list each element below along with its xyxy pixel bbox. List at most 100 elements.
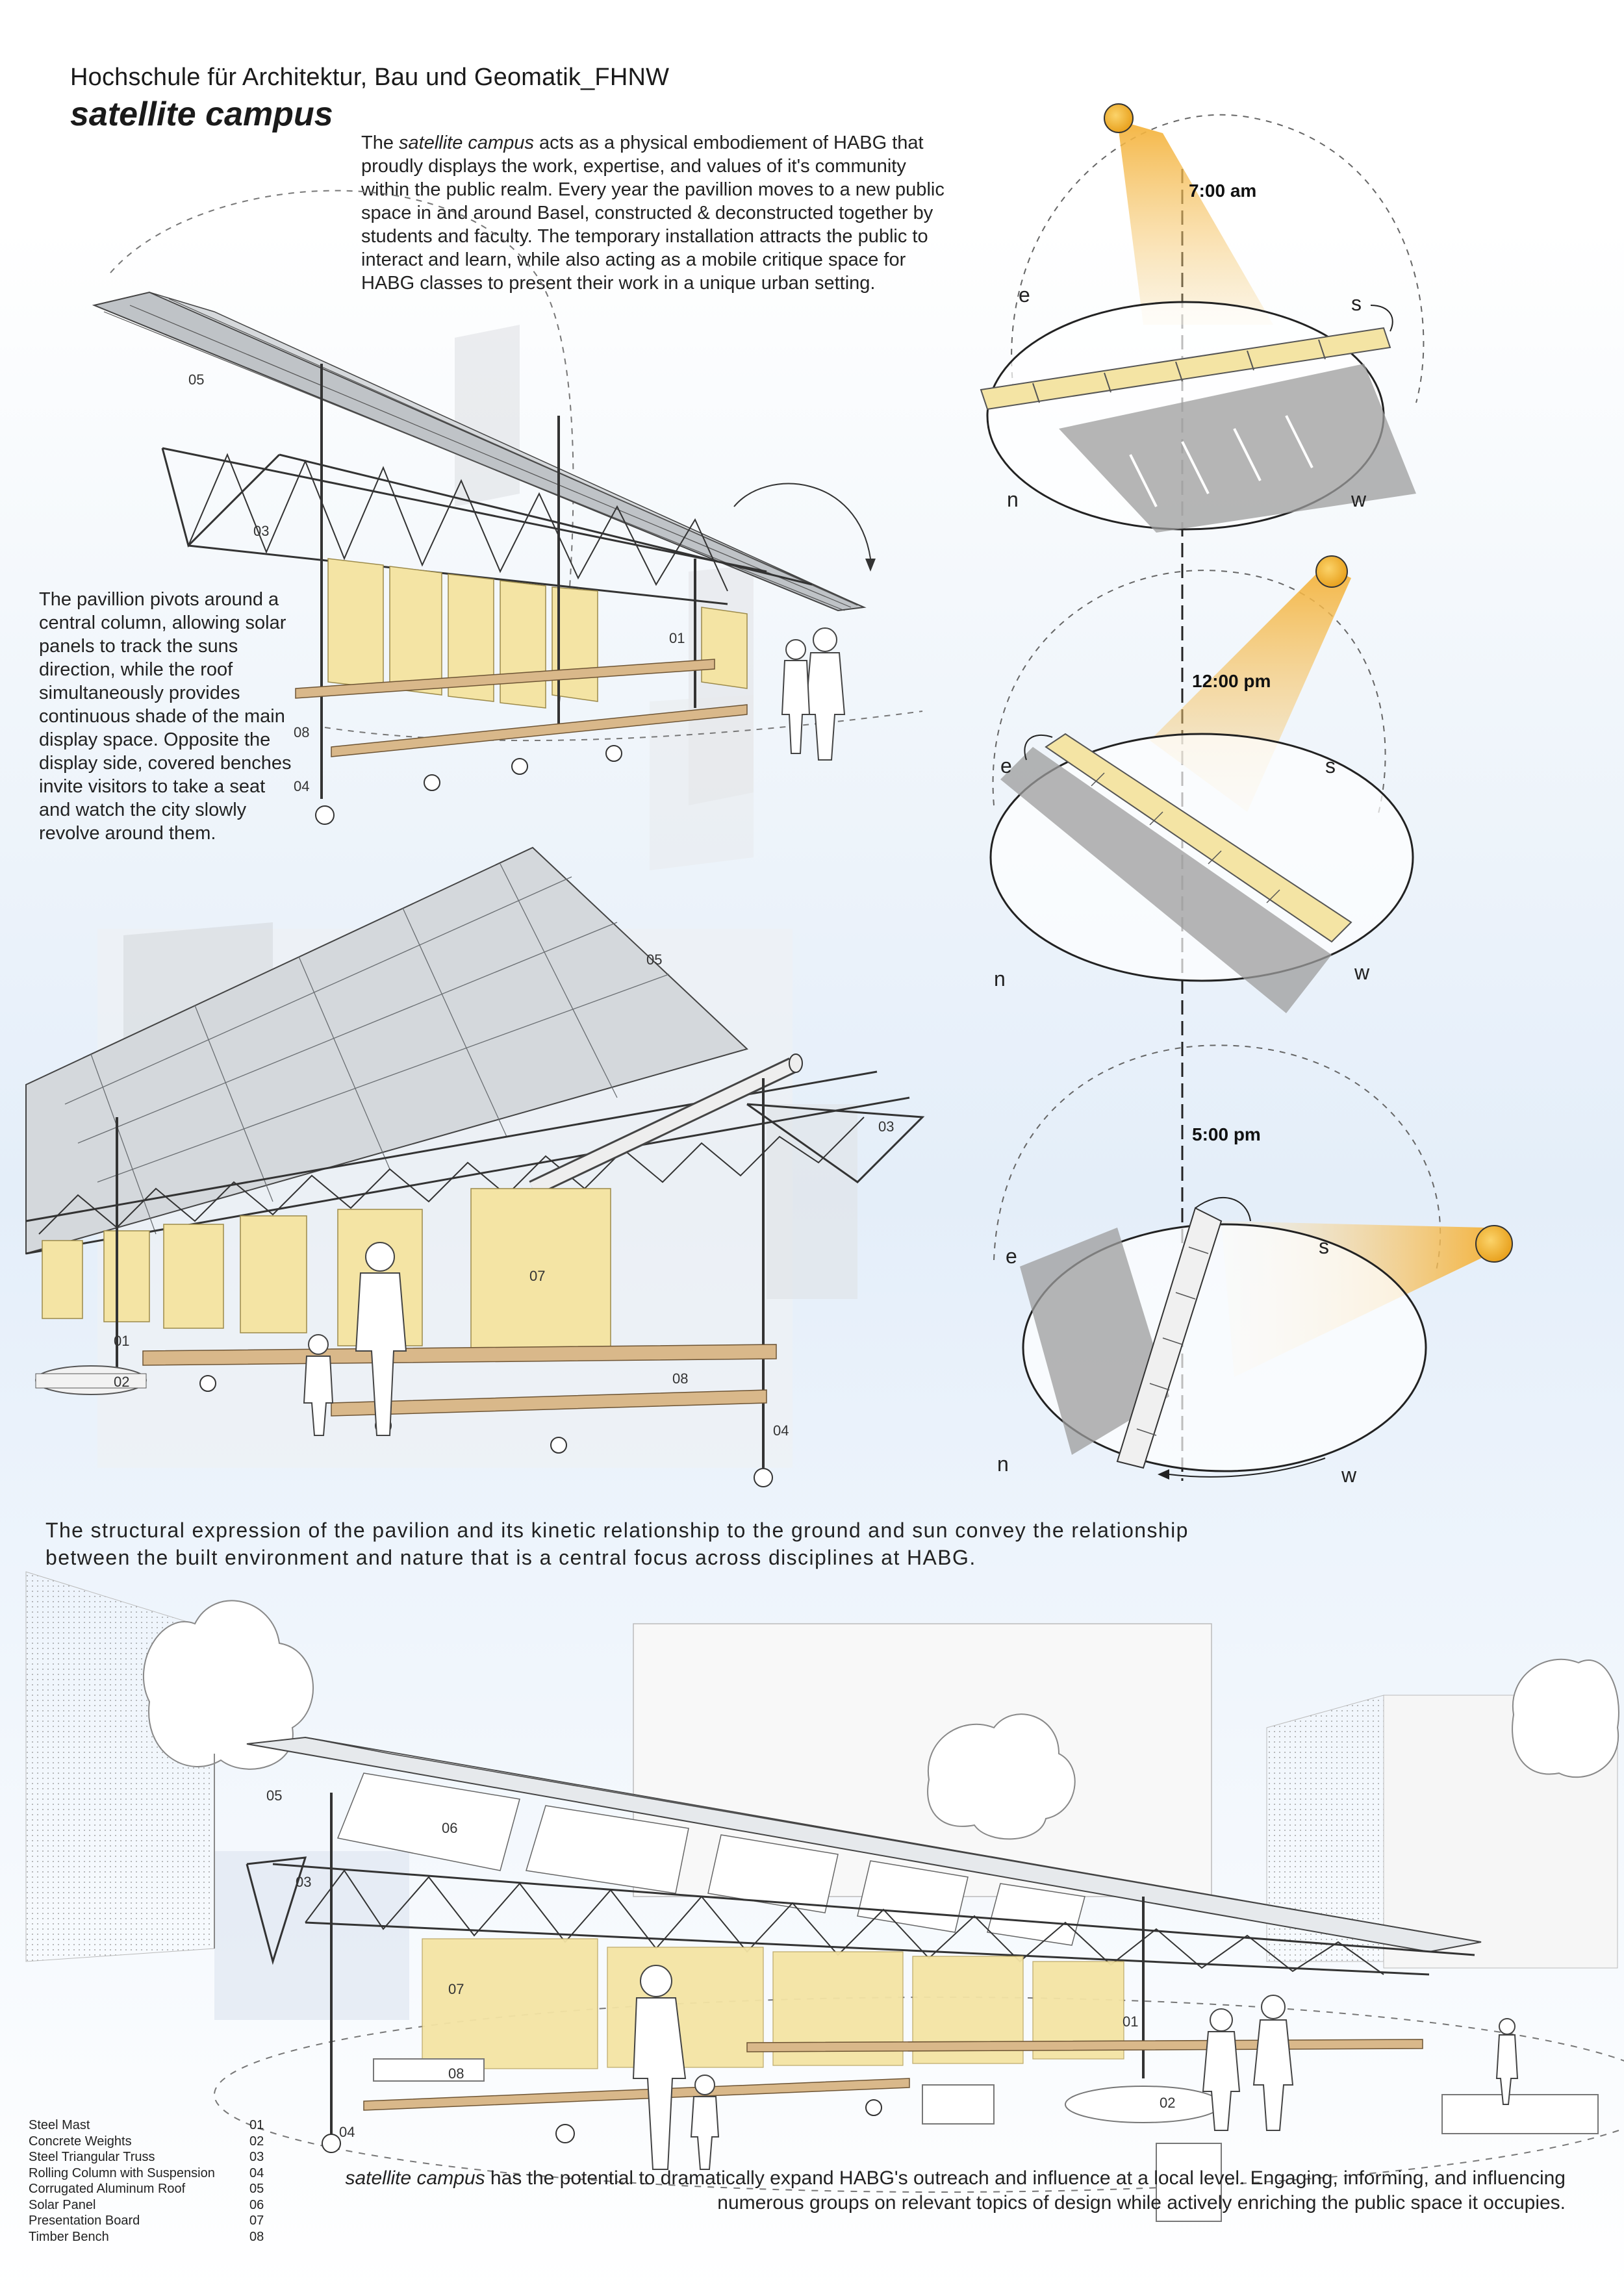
- legend-name: Solar Panel: [29, 2197, 96, 2212]
- callout-03-top: 03: [253, 523, 269, 539]
- dir-e-1700: e: [1006, 1244, 1017, 1268]
- people-top: [781, 627, 846, 761]
- callout-03-middle: 03: [878, 1118, 894, 1135]
- legend-number: 07: [249, 2214, 264, 2228]
- closing-body: has the potential to dramatically expand…: [485, 2167, 1566, 2214]
- rolling-wheels-top: [315, 745, 622, 825]
- dir-w-1200: w: [1354, 961, 1370, 984]
- legend-name: Steel Triangular Truss: [29, 2150, 155, 2164]
- sun-icon-1700: [1475, 1225, 1513, 1263]
- closing-lead-italic: satellite campus: [345, 2167, 485, 2189]
- legend-row: Corrugated Aluminum Roof 05: [29, 2181, 288, 2197]
- dir-n-1700: n: [997, 1452, 1009, 1476]
- callout-01-top: 01: [669, 630, 685, 646]
- school-name: Hochschule für Architektur, Bau und Geom…: [70, 64, 670, 91]
- callout-04-top: 04: [294, 778, 309, 794]
- masts-top: [320, 364, 696, 799]
- sun-study-1700: 5:00 pm e s n w: [993, 1044, 1513, 1487]
- legend-name: Timber Bench: [29, 2229, 109, 2244]
- callout-08-bottom: 08: [448, 2065, 464, 2082]
- legend-name: Presentation Board: [29, 2214, 140, 2228]
- benches-bottom: [363, 2039, 1423, 2111]
- project-title: satellite campus: [70, 95, 333, 133]
- callout-06-bottom: 06: [442, 1820, 457, 1836]
- legend-row: Presentation Board 07: [29, 2213, 288, 2229]
- legend-number: 08: [249, 2229, 264, 2244]
- callout-05-top: 05: [188, 372, 204, 388]
- intro-paragraph: The satellite campus acts as a physical …: [361, 131, 946, 295]
- time-label-0700: 7:00 am: [1189, 181, 1256, 201]
- display-panels-middle: [42, 1188, 611, 1358]
- dir-s-1700: s: [1319, 1235, 1329, 1258]
- legend-number: 06: [249, 2197, 264, 2212]
- callout-01-middle: 01: [114, 1333, 129, 1349]
- benches-middle: [142, 1344, 777, 1417]
- dir-s-0700: s: [1351, 292, 1362, 315]
- legend-number: 04: [249, 2165, 264, 2180]
- structural-paragraph: The structural expression of the pavilio…: [45, 1519, 1189, 1569]
- legend-row: Timber Bench 08: [29, 2229, 288, 2245]
- people-middle: [303, 1242, 407, 1436]
- callout-04-middle: 04: [773, 1422, 789, 1439]
- legend-name: Rolling Column with Suspension: [29, 2165, 215, 2180]
- dir-s-1200: s: [1325, 754, 1336, 777]
- legend-name: Corrugated Aluminum Roof: [29, 2182, 186, 2196]
- rotation-arrow-top: [733, 483, 871, 559]
- callout-08-middle: 08: [672, 1370, 688, 1387]
- callout-03-bottom: 03: [296, 1874, 311, 1890]
- time-label-1700: 5:00 pm: [1192, 1124, 1261, 1144]
- intro-prefix: The: [361, 132, 400, 153]
- callout-07-bottom: 07: [448, 1981, 464, 1997]
- legend-number: 01: [249, 2118, 264, 2132]
- concrete-weights-bottom: [373, 2058, 1599, 2222]
- callout-02-middle: 02: [114, 1374, 129, 1390]
- dir-n-1200: n: [994, 967, 1006, 990]
- callout-08-top: 08: [294, 724, 309, 740]
- closing-paragraph: satellite campus has the potential to dr…: [338, 2166, 1566, 2215]
- callout-07-middle: 07: [529, 1268, 545, 1284]
- dir-w-0700: w: [1351, 488, 1367, 511]
- people-bottom: [632, 1965, 1519, 2170]
- time-label-1200: 12:00 pm: [1192, 671, 1271, 691]
- legend-name: Steel Mast: [29, 2118, 90, 2132]
- callout-02-bottom: 02: [1160, 2095, 1175, 2111]
- truss-top: [161, 447, 813, 605]
- dir-n-0700: n: [1007, 488, 1019, 511]
- sun-study-1200: 12:00 pm e s n w: [989, 555, 1414, 1013]
- roof-top: [92, 291, 867, 612]
- legend-row: Concrete Weights 02: [29, 2134, 288, 2150]
- legend-number: 03: [249, 2150, 264, 2164]
- legend-number: 05: [249, 2182, 264, 2196]
- pivot-paragraph: The pavillion pivots around a central co…: [39, 589, 292, 844]
- component-legend: Steel Mast 01 Concrete Weights 02 Steel Tr…: [29, 2117, 288, 2245]
- pipe-middle: [529, 1053, 803, 1196]
- legend-name: Concrete Weights: [29, 2134, 132, 2149]
- dir-e-0700: e: [1019, 283, 1030, 307]
- sun-icon-1200: [1315, 555, 1348, 588]
- intro-body: acts as a physical embodiement of HABG t…: [361, 132, 945, 294]
- intro-lead-italic: satellite campus: [399, 132, 534, 153]
- concrete-weight-middle: [35, 1365, 147, 1395]
- callout-04-bottom: 04: [339, 2124, 355, 2140]
- legend-row: Solar Panel 06: [29, 2197, 288, 2214]
- callout-05-bottom: 05: [266, 1787, 282, 1804]
- legend-row: Steel Mast 01: [29, 2117, 288, 2134]
- roof-bottom: [246, 1736, 1482, 1953]
- benches-top: [295, 659, 748, 757]
- sun-icon-0700: [1104, 103, 1134, 133]
- dir-w-1700: w: [1341, 1463, 1357, 1487]
- legend-row: Rolling Column with Suspension 04: [29, 2165, 288, 2182]
- sun-study-0700: 7:00 am e s n w: [980, 103, 1425, 533]
- dir-e-1200: e: [1000, 754, 1012, 777]
- legend-row: Steel Triangular Truss 03: [29, 2149, 288, 2165]
- rolling-wheels-bottom: [322, 2099, 882, 2153]
- roof-middle: [25, 846, 748, 1255]
- callout-01-bottom: 01: [1123, 2013, 1138, 2030]
- legend-number: 02: [249, 2134, 264, 2149]
- callout-05-middle: 05: [646, 952, 662, 968]
- trees: [142, 1600, 1619, 1949]
